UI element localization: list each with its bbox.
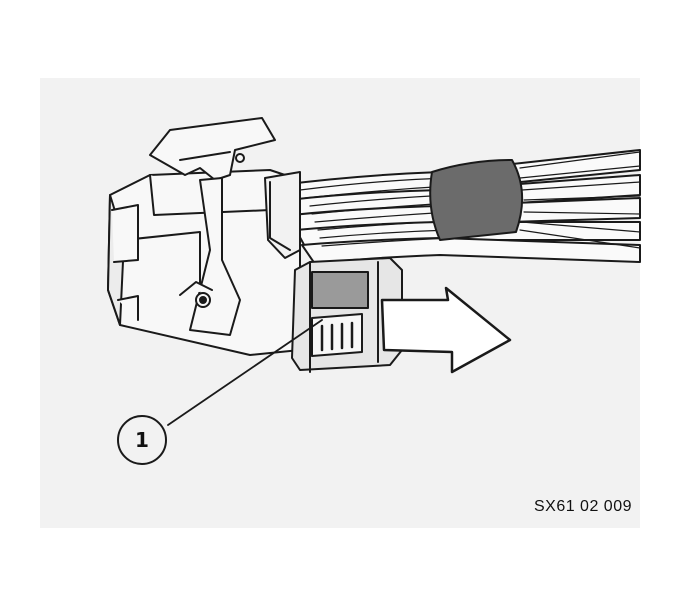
- callout-circle: [117, 415, 167, 465]
- callout-leader-line: [167, 319, 323, 426]
- figure-code: SX61 02 009: [533, 498, 632, 515]
- wire-sleeve: [429, 159, 524, 241]
- callout-number: 1: [135, 428, 149, 452]
- connector-slide-lock: [291, 257, 403, 373]
- pull-direction-arrow: [380, 286, 512, 374]
- wire-lines: [299, 151, 641, 249]
- locking-lever: [149, 117, 276, 336]
- cable-guide: [264, 171, 301, 259]
